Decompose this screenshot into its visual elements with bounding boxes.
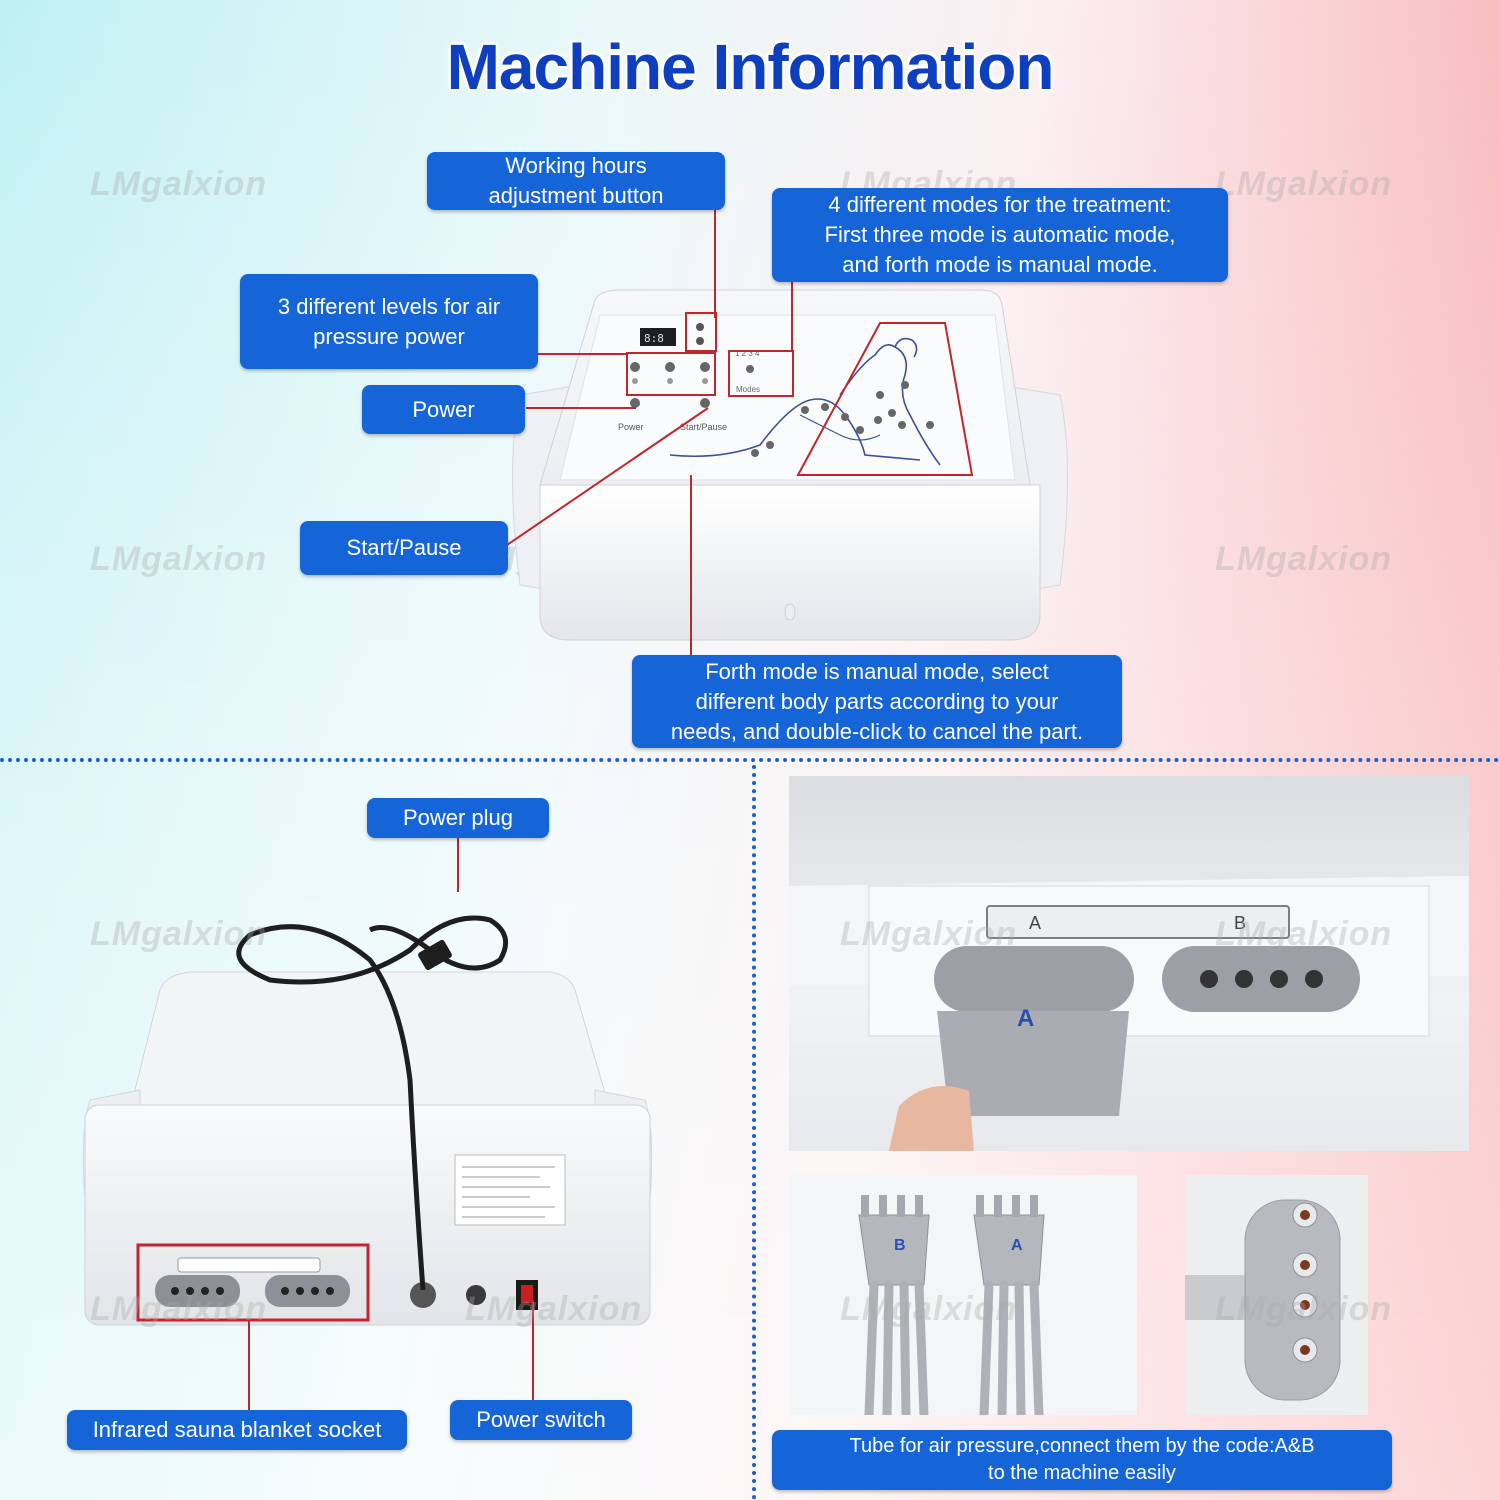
panel-label-power: Power [618,422,644,432]
leader-line [538,353,628,355]
tube-connectors-photo: B A [789,1175,1137,1415]
watermark: LMgalxion [1215,915,1393,953]
socket-label-a: A [1029,913,1041,933]
plug-label-a: A [1017,1005,1034,1032]
callout-power: Power [362,385,525,434]
leader-line-start [506,407,709,546]
leader-line [690,475,692,655]
watermark: LMgalxion [840,1290,1018,1328]
machine-front-illustration: 8:8 1 2 3 4 Modes Power Start/Pause [512,289,1068,641]
callout-sauna-socket: Infrared sauna blanket socket [67,1410,407,1450]
watermark: LMgalxion [465,1290,643,1328]
leader-line [714,208,716,318]
tube-label-a: A [1011,1237,1023,1254]
watermark: LMgalxion [1215,165,1393,203]
callout-start-pause: Start/Pause [300,521,508,575]
svg-text:8:8: 8:8 [644,332,664,345]
section-divider [0,758,1500,762]
watermark: LMgalxion [90,540,268,578]
svg-text:1 2 3 4: 1 2 3 4 [735,349,760,358]
page-title: Machine Information [446,31,1055,103]
connector-socket-photo: A B A [789,776,1469,1151]
callout-power-plug: Power plug [367,798,549,838]
watermark: LMgalxion [90,915,268,953]
tube-label-b: B [894,1237,906,1254]
callout-modes: 4 different modes for the treatment:Firs… [772,188,1228,282]
watermark: LMgalxion [1215,1290,1393,1328]
callout-tube: Tube for air pressure,connect them by th… [772,1430,1392,1490]
watermark: LMgalxion [1215,540,1393,578]
machine-back-illustration [82,915,653,1326]
leader-line [532,1300,534,1400]
panel-label-start: Start/Pause [680,422,727,432]
watermark: LMgalxion [840,915,1018,953]
callout-power-switch: Power switch [450,1400,632,1440]
leader-line [526,407,636,409]
tube-plug-closeup-photo [1185,1175,1368,1415]
leader-line [791,280,793,350]
panel-label-modes: Modes [736,385,760,394]
section-divider-vertical [752,765,756,1500]
socket-label-b: B [1234,913,1246,933]
leader-line [457,836,459,892]
watermark: LMgalxion [90,1290,268,1328]
leader-line [248,1320,250,1415]
watermark: LMgalxion [90,165,268,203]
